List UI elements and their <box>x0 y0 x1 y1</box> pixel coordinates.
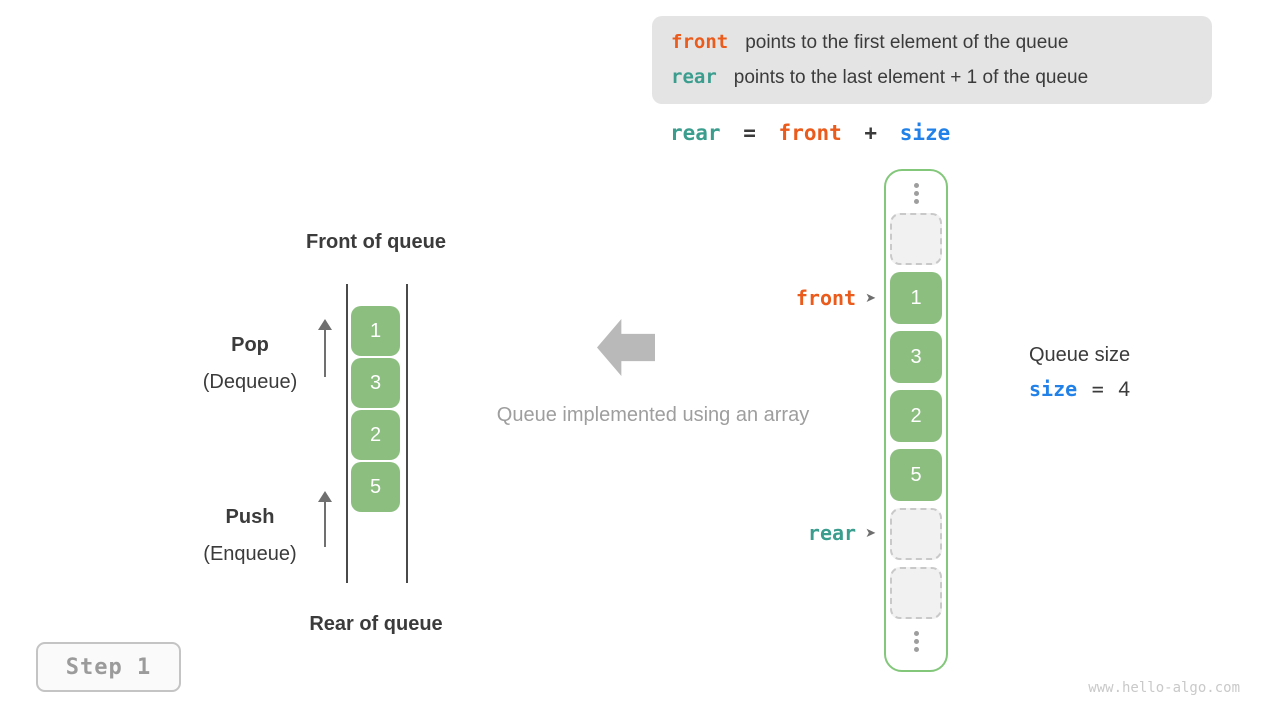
pop-label: Pop <box>231 334 269 356</box>
front-keyword: front <box>671 31 729 53</box>
dequeue-sub-label-group: (Dequeue) <box>170 371 330 394</box>
queue-channel-right-line <box>406 284 408 583</box>
dequeue-direction-arrow-icon <box>597 319 655 376</box>
queue-size-label: Queue size <box>1029 344 1131 366</box>
left-queue-cell: 3 <box>351 358 400 408</box>
front-pointer: front ➤ <box>744 286 876 310</box>
rear-pointer-arrow-icon: ➤ <box>865 525 876 541</box>
formula-front: front <box>778 121 842 145</box>
enqueue-sub-label-group: (Enqueue) <box>170 543 330 566</box>
pop-label-group: Pop <box>170 334 330 357</box>
front-pointer-arrow-icon: ➤ <box>865 290 876 306</box>
array-cell: 5 <box>890 449 942 501</box>
dequeue-label: (Dequeue) <box>202 371 298 393</box>
queue-size-annotation: Queue size size = 4 <box>1029 344 1130 402</box>
legend-line-front: front points to the first element of the… <box>671 26 1193 59</box>
rear-of-queue-label: Rear of queue <box>309 613 443 635</box>
size-value: 4 <box>1118 378 1131 401</box>
diagram-caption: Queue implemented using an array <box>496 404 810 426</box>
array-cells: 1 3 2 5 <box>890 213 942 619</box>
queue-size-equation: size = 4 <box>1029 377 1130 402</box>
array-cell-empty <box>890 213 942 265</box>
left-queue-cell: 5 <box>351 462 400 512</box>
pop-arrow-icon <box>318 319 332 378</box>
array-cell: 1 <box>890 272 942 324</box>
pointer-formula: rear = front + size <box>670 121 960 145</box>
size-equals: = <box>1091 377 1104 401</box>
rear-keyword: rear <box>671 66 717 88</box>
enqueue-label: (Enqueue) <box>203 543 297 565</box>
pointer-legend-box: front points to the first element of the… <box>652 16 1212 104</box>
rear-pointer-label: rear <box>807 521 857 545</box>
push-label-group: Push <box>170 506 330 529</box>
formula-equals: = <box>743 121 756 145</box>
rear-pointer: rear ➤ <box>744 521 876 545</box>
left-queue-cell: 2 <box>351 410 400 460</box>
watermark: www.hello-algo.com <box>1088 680 1240 696</box>
step-badge: Step 1 <box>36 642 181 692</box>
array-cell: 3 <box>890 331 942 383</box>
front-pointer-label: front <box>795 286 857 310</box>
queue-channel-left-line <box>346 284 348 583</box>
legend-rear-text: points to the last element + 1 of the qu… <box>733 67 1089 88</box>
push-arrow-icon <box>318 491 332 548</box>
formula-size: size <box>899 121 951 145</box>
array-container: 1 3 2 5 <box>884 169 948 672</box>
ellipsis-bottom-icon <box>913 631 919 652</box>
push-label: Push <box>225 506 275 528</box>
legend-line-rear: rear points to the last element + 1 of t… <box>671 61 1193 94</box>
ellipsis-top-icon <box>913 183 919 204</box>
formula-rear: rear <box>670 121 721 145</box>
left-queue-cell: 1 <box>351 306 400 356</box>
formula-plus: + <box>864 121 878 145</box>
legend-front-text: points to the first element of the queue <box>745 32 1069 53</box>
array-cell: 2 <box>890 390 942 442</box>
array-cell-empty <box>890 567 942 619</box>
size-variable: size <box>1029 377 1078 401</box>
front-of-queue-label: Front of queue <box>306 231 446 253</box>
array-cell-empty <box>890 508 942 560</box>
